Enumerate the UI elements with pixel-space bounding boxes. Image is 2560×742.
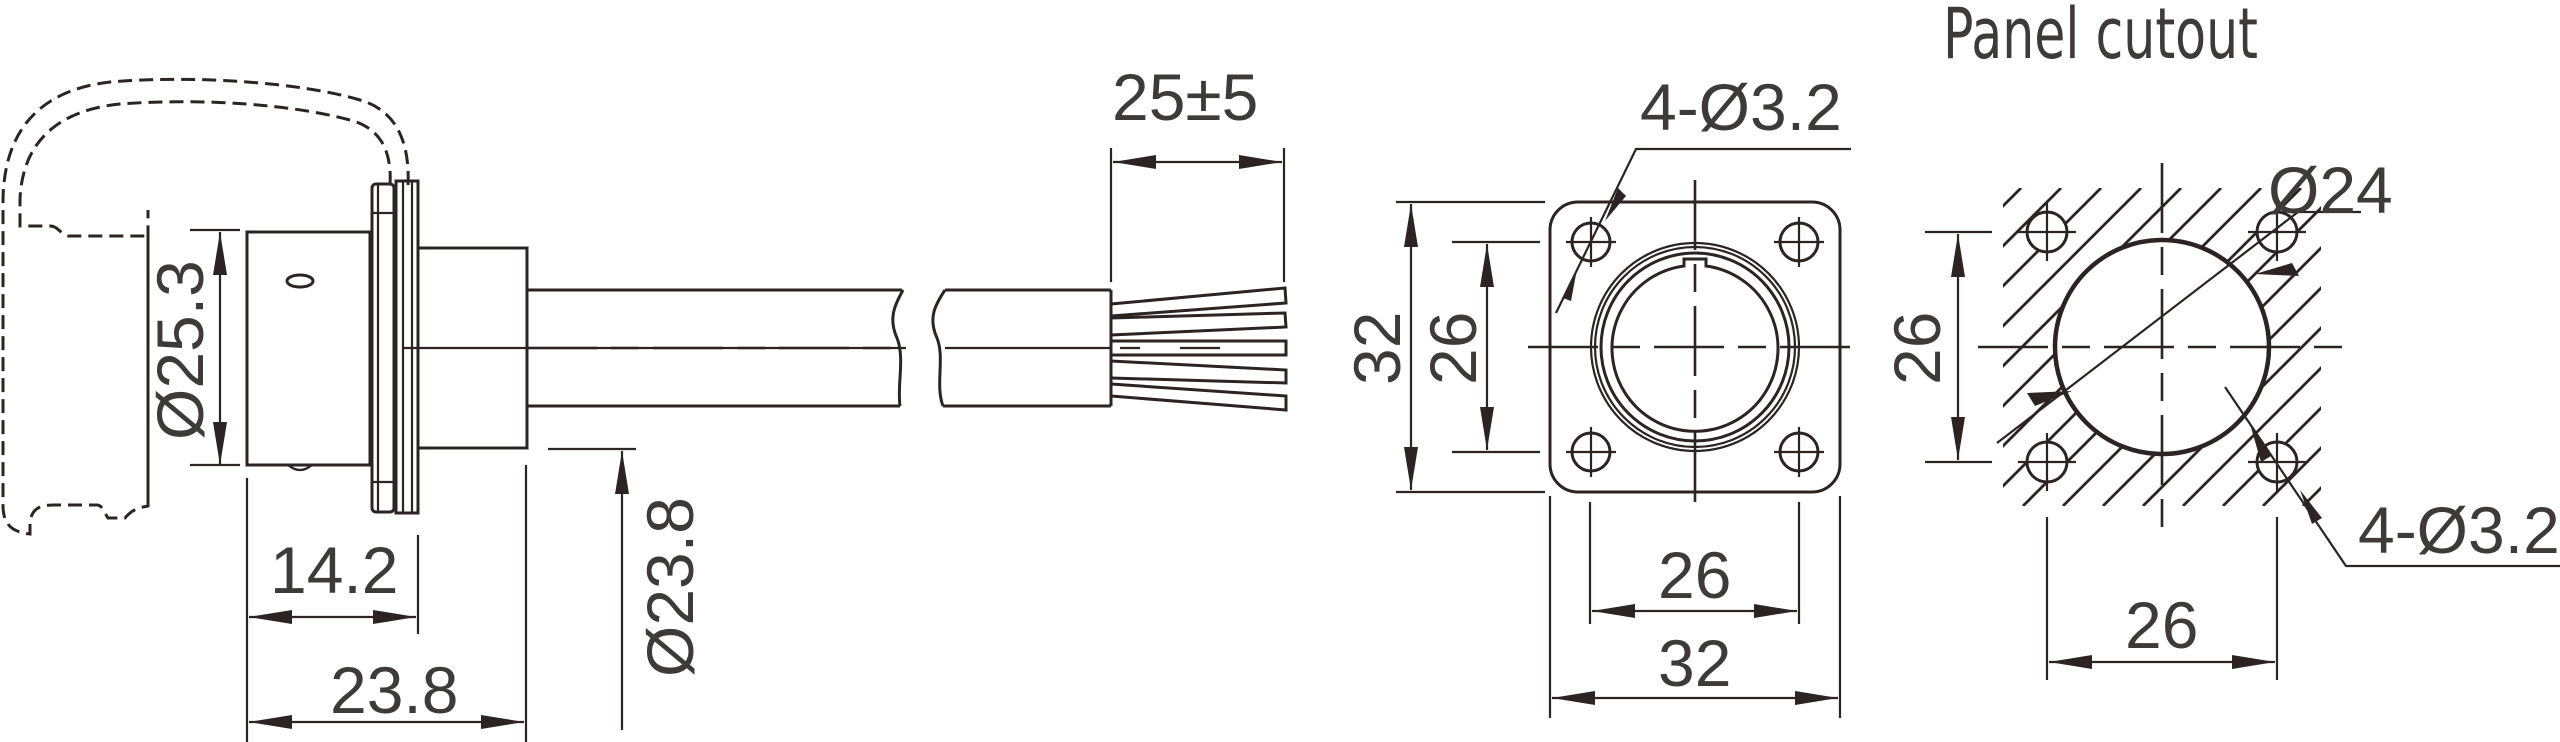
cutout-mount-holes [2018,203,2306,491]
receptacle-keyway [1610,257,1780,433]
front-view: 32 26 26 32 [1340,70,1862,718]
dim-label-width-holes: 26 [1658,538,1731,612]
dim-height-overall: 32 [1340,200,1545,494]
dim-label-cutout-horizontal: 26 [2125,588,2198,662]
panel-cutout-view: Panel cutout Ø24 [1880,0,2560,680]
dim-label-width-overall: 32 [1658,626,1731,700]
callout-cutout-diameter: Ø24 [1996,153,2393,444]
dim-width-holes: 26 [1588,502,1801,624]
dim-flange-to-front: 14.2 [245,478,420,742]
callout-hole-diameter-front: 4-Ø3.2 [1555,70,1851,314]
callout-hole-diameter-cutout: 4-Ø3.2 [2224,386,2560,568]
cable [527,288,1113,408]
dim-label-body-diameter: Ø25.3 [143,260,217,440]
dim-height-holes: 26 [1416,240,1540,454]
dim-cutout-horizontal: 26 [2045,517,2279,680]
dim-label-hole-callout-front: 4-Ø3.2 [1640,70,1842,144]
dim-body-diameter: Ø25.3 [143,228,240,467]
dim-label-flange-to-front: 14.2 [270,533,398,607]
dim-label-hole-callout-cutout: 4-Ø3.2 [2358,493,2560,567]
dim-wire-strip-length: 25±5 [1109,60,1286,282]
panel-cutout-title: Panel cutout [1943,0,2258,75]
dim-label-cutout-vertical: 26 [1880,312,1954,385]
dim-cutout-vertical: 26 [1880,230,1992,464]
dim-label-height-holes: 26 [1416,312,1490,385]
connector-front-body [245,230,372,467]
dim-label-overall-length: 23.8 [330,653,458,727]
side-view: Ø25.3 14.2 23.8 Ø23.8 [1,60,1288,742]
flange-plate-1 [370,182,396,514]
dim-label-rear-diameter: Ø23.8 [633,497,707,677]
dim-overall-length: 23.8 [249,465,528,742]
dim-rear-diameter: Ø23.8 [548,447,707,730]
key-mark-icon [285,273,315,289]
dim-label-height-overall: 32 [1340,312,1414,385]
dim-width-overall: 32 [1548,496,1842,718]
dim-label-cutout-diameter: Ø24 [2268,153,2393,227]
dim-label-wire-strip-length: 25±5 [1112,60,1258,134]
dust-cap-phantom [1,77,410,536]
stripped-wires [1110,286,1288,412]
